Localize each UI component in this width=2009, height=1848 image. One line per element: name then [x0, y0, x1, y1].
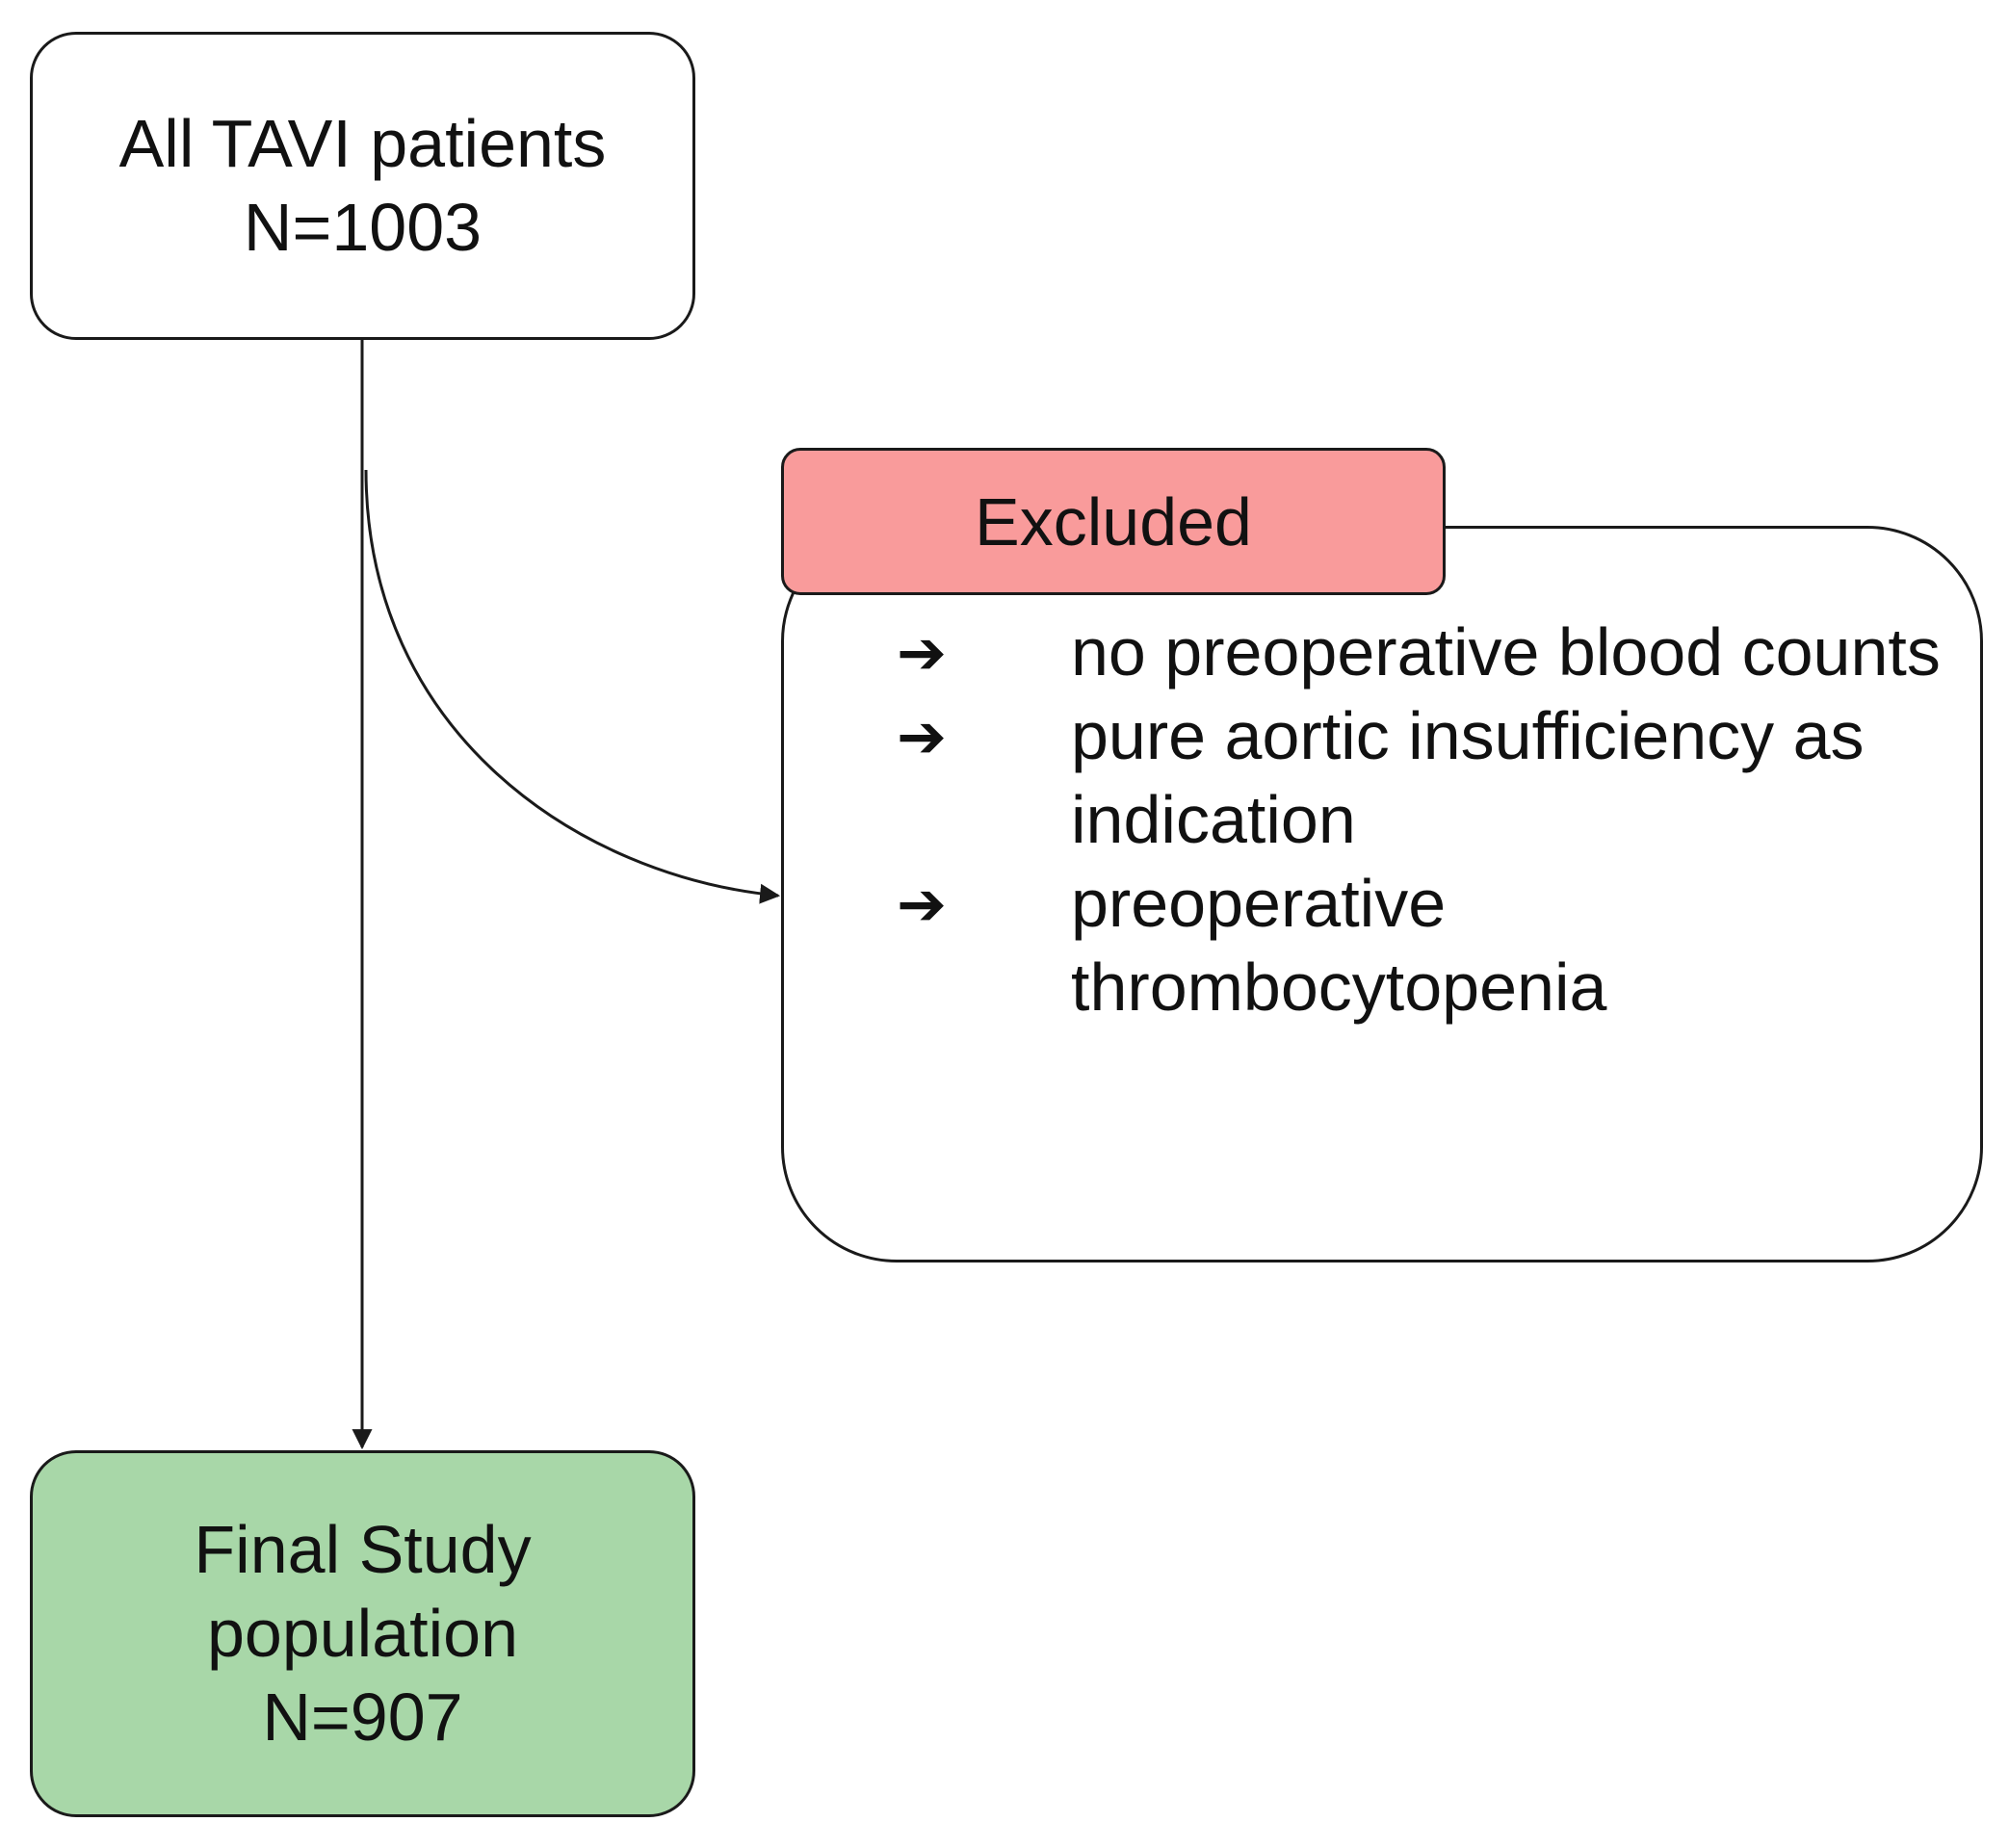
exclusion-arrow [364, 469, 781, 904]
exclusion-criteria-list: ➔ no preoperative blood counts ➔ pure ao… [784, 611, 1980, 1029]
exclusion-criterion: ➔ preoperative thrombocytopenia [784, 862, 1980, 1029]
exclusion-criterion: ➔ no preoperative blood counts [784, 611, 1980, 694]
all-patients-title: All TAVI patients [118, 106, 607, 181]
criterion-text: no preoperative blood counts [1071, 614, 1941, 690]
final-population-title-line1: Final Study [194, 1512, 532, 1587]
excluded-header: Excluded [781, 448, 1446, 595]
criterion-text: pure aortic insufficiency as indication [1071, 698, 1865, 857]
final-population-box: Final Study population N=907 [30, 1450, 695, 1817]
criterion-text: preoperative thrombocytopenia [1071, 866, 1607, 1025]
all-patients-count: N=1003 [243, 190, 483, 265]
exclusion-criterion: ➔ pure aortic insufficiency as indicatio… [784, 694, 1980, 862]
arrow-right-icon: ➔ [897, 617, 947, 688]
excluded-title: Excluded [975, 483, 1252, 560]
arrow-right-icon: ➔ [897, 869, 947, 939]
arrow-right-icon: ➔ [897, 701, 947, 771]
excluded-box: ➔ no preoperative blood counts ➔ pure ao… [781, 526, 1983, 1262]
final-population-count: N=907 [262, 1679, 463, 1755]
all-patients-box: All TAVI patients N=1003 [30, 32, 695, 340]
final-population-title-line2: population [206, 1596, 519, 1671]
